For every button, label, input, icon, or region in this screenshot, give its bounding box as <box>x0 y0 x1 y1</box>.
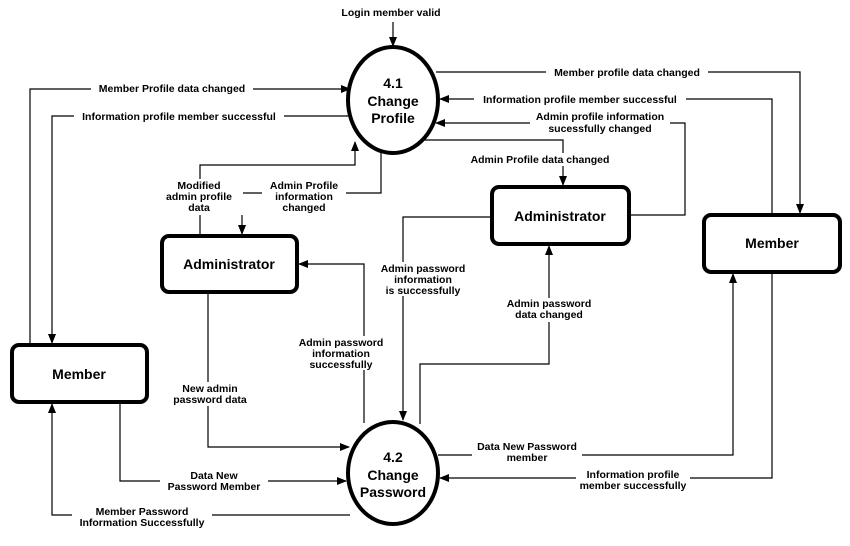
label-admin-profile-info-line2: sucessfully changed <box>548 123 651 135</box>
label-data-new-pw-member-line2: Password Member <box>168 481 261 493</box>
label-admin-profile-changed-line1: Admin Profile <box>270 180 338 192</box>
flow-member-profile-data-changed-left <box>29 85 351 345</box>
label-info-profile-success-left: Information profile member successful <box>82 111 276 123</box>
entity-administrator-right: Administrator <box>490 185 631 246</box>
entity-administrator-right-label: Administrator <box>514 208 606 224</box>
label-data-new-pw-right-line1: Data New Password <box>477 441 577 453</box>
flow-admin-password-info-is-successfully <box>399 216 492 421</box>
entity-member-left: Member <box>10 343 149 404</box>
label-admin-pw-is-success-line3: is successfully <box>386 285 461 297</box>
label-modified-line1: Modified <box>177 180 220 192</box>
entity-administrator-left: Administrator <box>160 234 299 294</box>
process-4-2: 4.2 Change Password <box>346 420 440 526</box>
label-modified-line2: admin profile <box>166 191 232 203</box>
label-admin-pw-successfully-line1: Admin password <box>299 337 384 349</box>
label-admin-profile-changed-line2: information <box>275 191 333 203</box>
process-4-2-name-line1: Change <box>367 467 419 483</box>
label-member-pw-info-success-line1: Member Password <box>96 506 189 518</box>
flow-member-password-info-success <box>48 403 350 516</box>
label-new-admin-pw-line2: password data <box>173 394 247 406</box>
flow-data-new-password-member <box>119 402 347 485</box>
label-admin-pw-is-success-line1: Admin password <box>381 263 466 275</box>
label-new-admin-pw-line1: New admin <box>182 383 237 395</box>
entity-member-right-label: Member <box>745 235 799 251</box>
flow-info-profile-success-bottom <box>439 272 773 482</box>
label-info-profile-bottom-line2: member successfully <box>580 480 687 492</box>
label-info-profile-bottom-line1: Information profile <box>587 469 680 481</box>
label-admin-profile-info-line1: Admin profile information <box>536 111 664 123</box>
label-backgrounds <box>72 66 708 530</box>
label-modified-line3: data <box>188 202 210 214</box>
entity-administrator-left-label: Administrator <box>183 256 275 272</box>
process-4-1-number: 4.1 <box>383 75 403 91</box>
process-4-1: 4.1 Change Profile <box>346 45 440 155</box>
label-admin-pw-data-changed-line1: Admin password <box>507 298 592 310</box>
label-admin-pw-is-success-line2: information <box>394 274 452 286</box>
process-4-2-name-line2: Password <box>360 484 426 500</box>
process-4-2-number: 4.2 <box>383 449 403 465</box>
label-data-new-pw-right-line2: member <box>507 452 548 464</box>
label-admin-profile-changed-line3: changed <box>282 202 325 214</box>
label-member-profile-data-changed-right: Member profile data changed <box>554 67 700 79</box>
process-4-1-name-line1: Change <box>367 93 419 109</box>
label-admin-profile-data-changed: Admin Profile data changed <box>471 154 610 166</box>
entity-member-right: Member <box>702 213 842 274</box>
label-admin-pw-successfully-line3: successfully <box>309 359 372 371</box>
flow-admin-profile-data-changed <box>420 139 567 186</box>
flow-new-admin-password-data <box>207 292 350 451</box>
process-4-1-name-line2: Profile <box>371 110 415 126</box>
label-info-profile-success-right: Information profile member successful <box>483 94 677 106</box>
entity-member-left-label: Member <box>52 366 106 382</box>
label-login-member-valid: Login member valid <box>341 7 440 19</box>
label-member-profile-data-changed-left: Member Profile data changed <box>99 83 245 95</box>
label-data-new-pw-member-line1: Data New <box>190 470 238 482</box>
label-member-pw-info-success-line2: Information Successfully <box>80 517 205 529</box>
label-admin-pw-successfully-line2: information <box>312 348 370 360</box>
label-admin-pw-data-changed-line2: data changed <box>515 309 583 321</box>
